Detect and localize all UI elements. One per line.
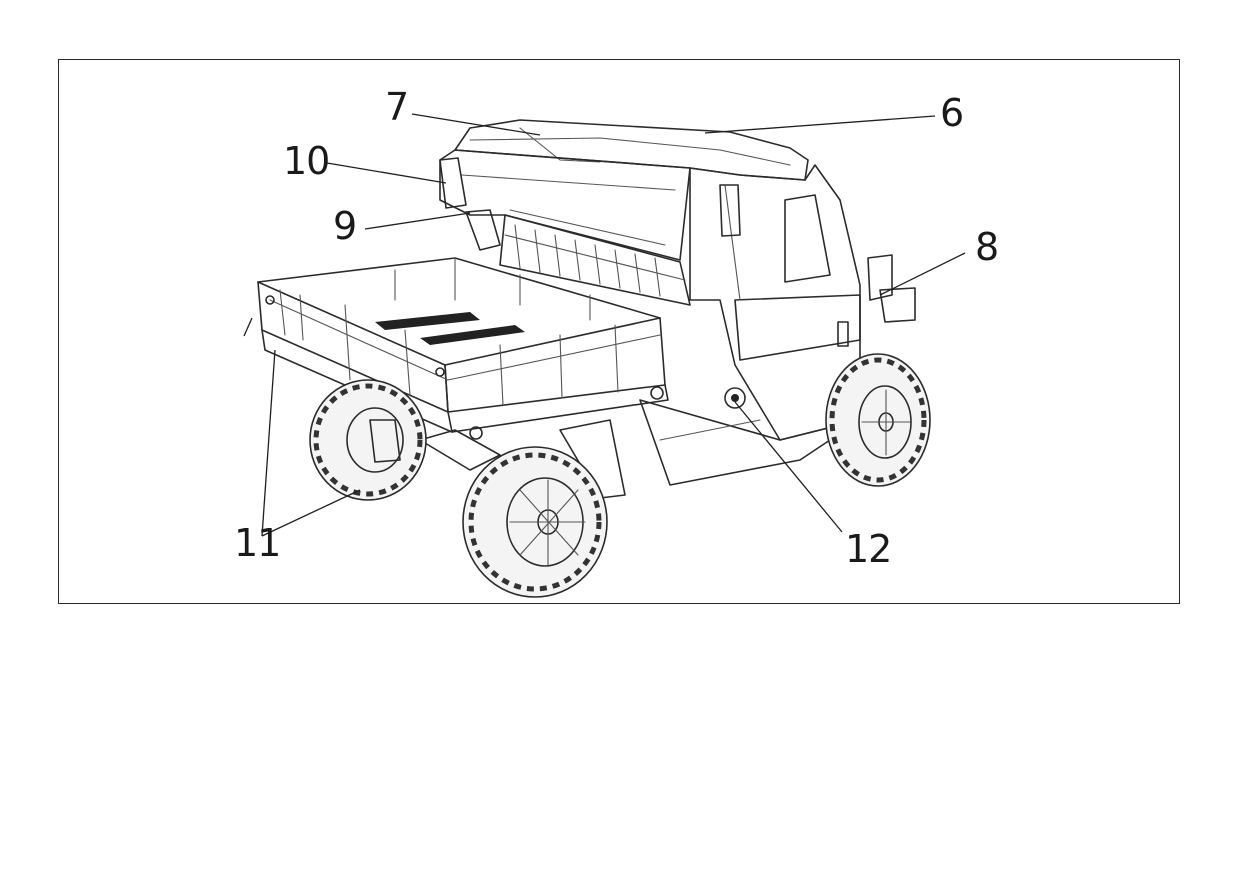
front-right-wheel (825, 353, 931, 487)
rear-right-wheel (462, 446, 608, 598)
rear-left-wheel (309, 379, 427, 501)
callout-12: 12 (845, 527, 892, 571)
leader-lines (243, 113, 966, 537)
cargo-bed (257, 257, 669, 440)
cab-grille (499, 214, 691, 306)
tail-lamp (439, 157, 501, 251)
figure-frame (58, 59, 1180, 604)
callout-9: 9 (333, 204, 357, 248)
callout-8: 8 (975, 225, 999, 269)
cab-door (689, 164, 916, 441)
callout-10: 10 (283, 139, 330, 183)
callout-6: 6 (940, 91, 964, 135)
callout-11: 11 (234, 521, 281, 565)
callout-7: 7 (385, 85, 409, 129)
